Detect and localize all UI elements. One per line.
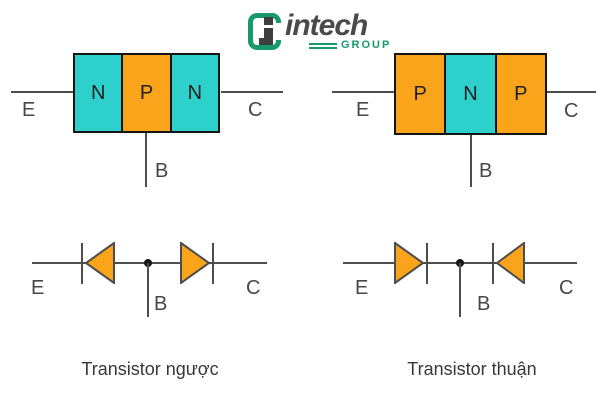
npn-base-label: B: [155, 160, 169, 182]
npn-layer-p: P: [121, 55, 170, 131]
npn-emitter-lead-line: [11, 91, 73, 93]
intech-logo-icon: [248, 13, 282, 50]
npn-emitter-label: E: [22, 99, 36, 121]
pnp-right-diode-cathode-bar: [492, 243, 494, 284]
pnp-layer-p2: P: [494, 55, 545, 133]
logo-group-text: GROUP: [341, 39, 392, 51]
npn-left-diode-triangle: [84, 242, 115, 284]
logo-i-stem: [264, 28, 273, 45]
logo-brand-text: intech: [285, 9, 368, 42]
caption-transistor-nguoc: Transistor ngược: [81, 359, 219, 379]
pnp-emitter-label: E: [356, 99, 370, 121]
pnp-left-diode-cathode-bar: [426, 243, 428, 284]
logo-rule-top: [309, 43, 337, 45]
npn-layer-blocks: N P N: [73, 53, 220, 133]
pnp-left-diode-triangle: [394, 242, 425, 284]
logo-i-foot: [259, 38, 265, 45]
pnp-diode-collector-label: C: [559, 277, 574, 299]
pnp-right-diode-triangle: [495, 242, 525, 284]
npn-diode-collector-label: C: [246, 277, 261, 299]
npn-diode-base-label: B: [154, 293, 168, 315]
pnp-layer-blocks: P N P: [394, 53, 547, 135]
npn-left-diode-cathode-bar: [81, 243, 83, 284]
npn-base-junction-dot: [144, 259, 152, 267]
npn-collector-lead-line: [221, 91, 283, 93]
pnp-collector-label: C: [564, 100, 579, 122]
pnp-base-junction-dot: [456, 259, 464, 267]
npn-layer-n2: N: [169, 55, 218, 131]
pnp-layer-n: N: [444, 55, 495, 133]
npn-collector-label: C: [248, 99, 263, 121]
pnp-diode-emitter-label: E: [355, 277, 369, 299]
pnp-emitter-lead-line: [332, 91, 394, 93]
npn-right-diode-triangle: [180, 242, 211, 284]
caption-transistor-thuan: Transistor thuận: [407, 359, 537, 379]
pnp-collector-lead-line: [547, 91, 596, 93]
pnp-diode-base-line: [459, 263, 461, 317]
npn-diode-emitter-label: E: [31, 277, 45, 299]
npn-base-lead-line: [145, 133, 147, 187]
npn-diode-base-line: [147, 263, 149, 317]
pnp-layer-p1: P: [396, 55, 445, 133]
pnp-diode-main-line: [343, 262, 577, 264]
npn-layer-n1: N: [75, 55, 122, 131]
npn-diode-main-line: [32, 262, 267, 264]
pnp-base-lead-line: [470, 135, 472, 187]
pnp-base-label: B: [479, 160, 493, 182]
npn-right-diode-cathode-bar: [212, 243, 214, 284]
logo-rule-bottom: [309, 47, 337, 49]
pnp-diode-base-label: B: [477, 293, 491, 315]
logo-i-dot: [264, 17, 273, 25]
